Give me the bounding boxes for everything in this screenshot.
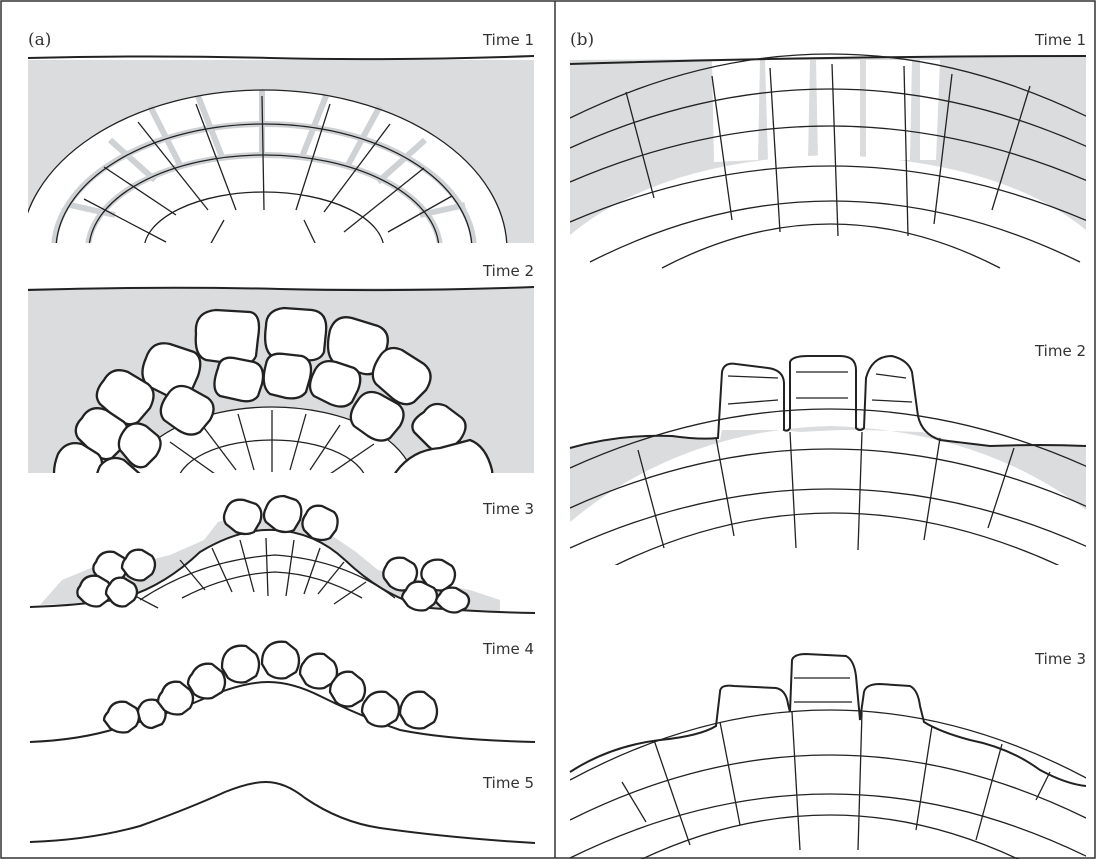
panel-a-time-5: Time 5 [29,774,536,844]
panel-b-time-1-surface [569,55,1087,65]
panel-b-time-3-label: Time 3 [1034,650,1086,668]
panel-a-time-2: Time 2 [27,262,535,473]
panel-b-time-2-surface [569,354,1087,449]
panel-a-time-3-blocks [76,494,471,614]
panel-a-time-1-label: Time 1 [482,31,534,49]
panel-a-time-5-label: Time 5 [482,774,534,792]
panel-a-time-2-surface [27,286,535,292]
panel-a-time-2-label: Time 2 [482,262,534,280]
panel-b-time-3: Time 3 [569,650,1087,859]
panel-b-time-3-surface [569,652,1087,787]
panel-a: (a) Time 1 [27,30,536,844]
panel-a-time-5-surface [29,780,536,844]
panel-a-time-1: Time 1 [27,31,535,243]
panel-a-time-3-label: Time 3 [482,500,534,518]
panel-a-time-3: Time 3 [29,494,536,640]
panel-a-time-2-blocks [52,306,494,473]
panel-b: (b) Time 1 [569,30,1087,859]
panel-a-time-4-blocks [102,640,439,734]
panel-a-label: (a) [28,30,51,50]
panel-b-time-2-label: Time 2 [1034,342,1086,360]
panel-a-time-4-surface [29,680,536,743]
panel-a-time-4: Time 4 [29,640,536,743]
panel-b-time-1: Time 1 [569,31,1087,269]
panel-b-label: (b) [570,30,594,50]
panel-b-time-1-label: Time 1 [1034,31,1086,49]
panel-b-time-2: Time 2 [569,342,1087,565]
panel-a-time-1-surface [27,55,535,61]
panel-a-time-4-label: Time 4 [482,640,534,658]
